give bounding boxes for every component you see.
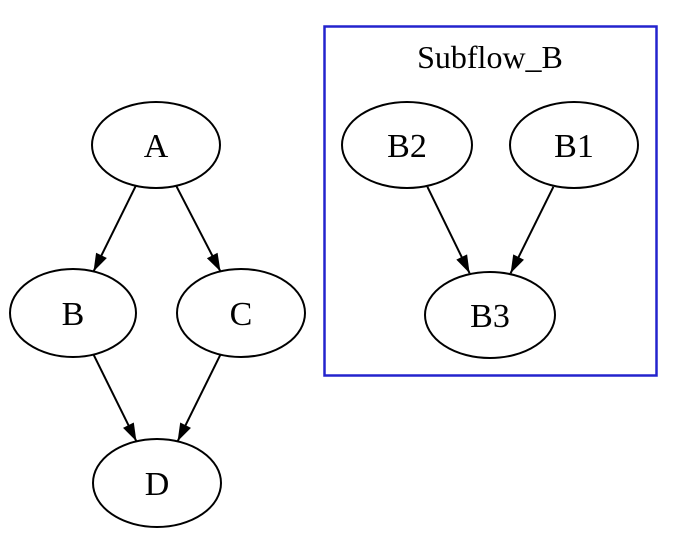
edge-A-C [175,185,222,272]
edge-C-D [176,354,222,442]
node-B-ellipse [9,268,137,358]
node-D: D [92,438,222,528]
node-B2-ellipse [341,101,473,189]
node-C-label: C [230,296,253,333]
node-B1: B1 [509,101,639,189]
node-A-label: A [144,128,169,165]
node-B: B [9,268,137,358]
edge-A-B [92,185,137,272]
node-A: A [91,101,221,189]
edge-B-D [92,354,138,442]
node-B-label: B [62,296,85,333]
edge-B1-B3 [509,186,555,274]
node-B2: B2 [341,101,473,189]
cluster-subflow-b-title: Subflow_B [417,39,563,75]
node-B3: B3 [424,271,556,359]
node-C-ellipse [176,268,306,358]
node-D-label: D [145,466,170,503]
node-A-ellipse [91,101,221,189]
node-B1-label: B1 [554,128,594,165]
cluster-subflow-b-border [323,25,658,377]
node-D-ellipse [92,438,222,528]
node-B2-label: B2 [387,128,427,165]
node-B1-ellipse [509,101,639,189]
node-B3-ellipse [424,271,556,359]
edge-B2-B3 [426,186,471,274]
node-C: C [176,268,306,358]
node-B3-label: B3 [470,298,510,335]
